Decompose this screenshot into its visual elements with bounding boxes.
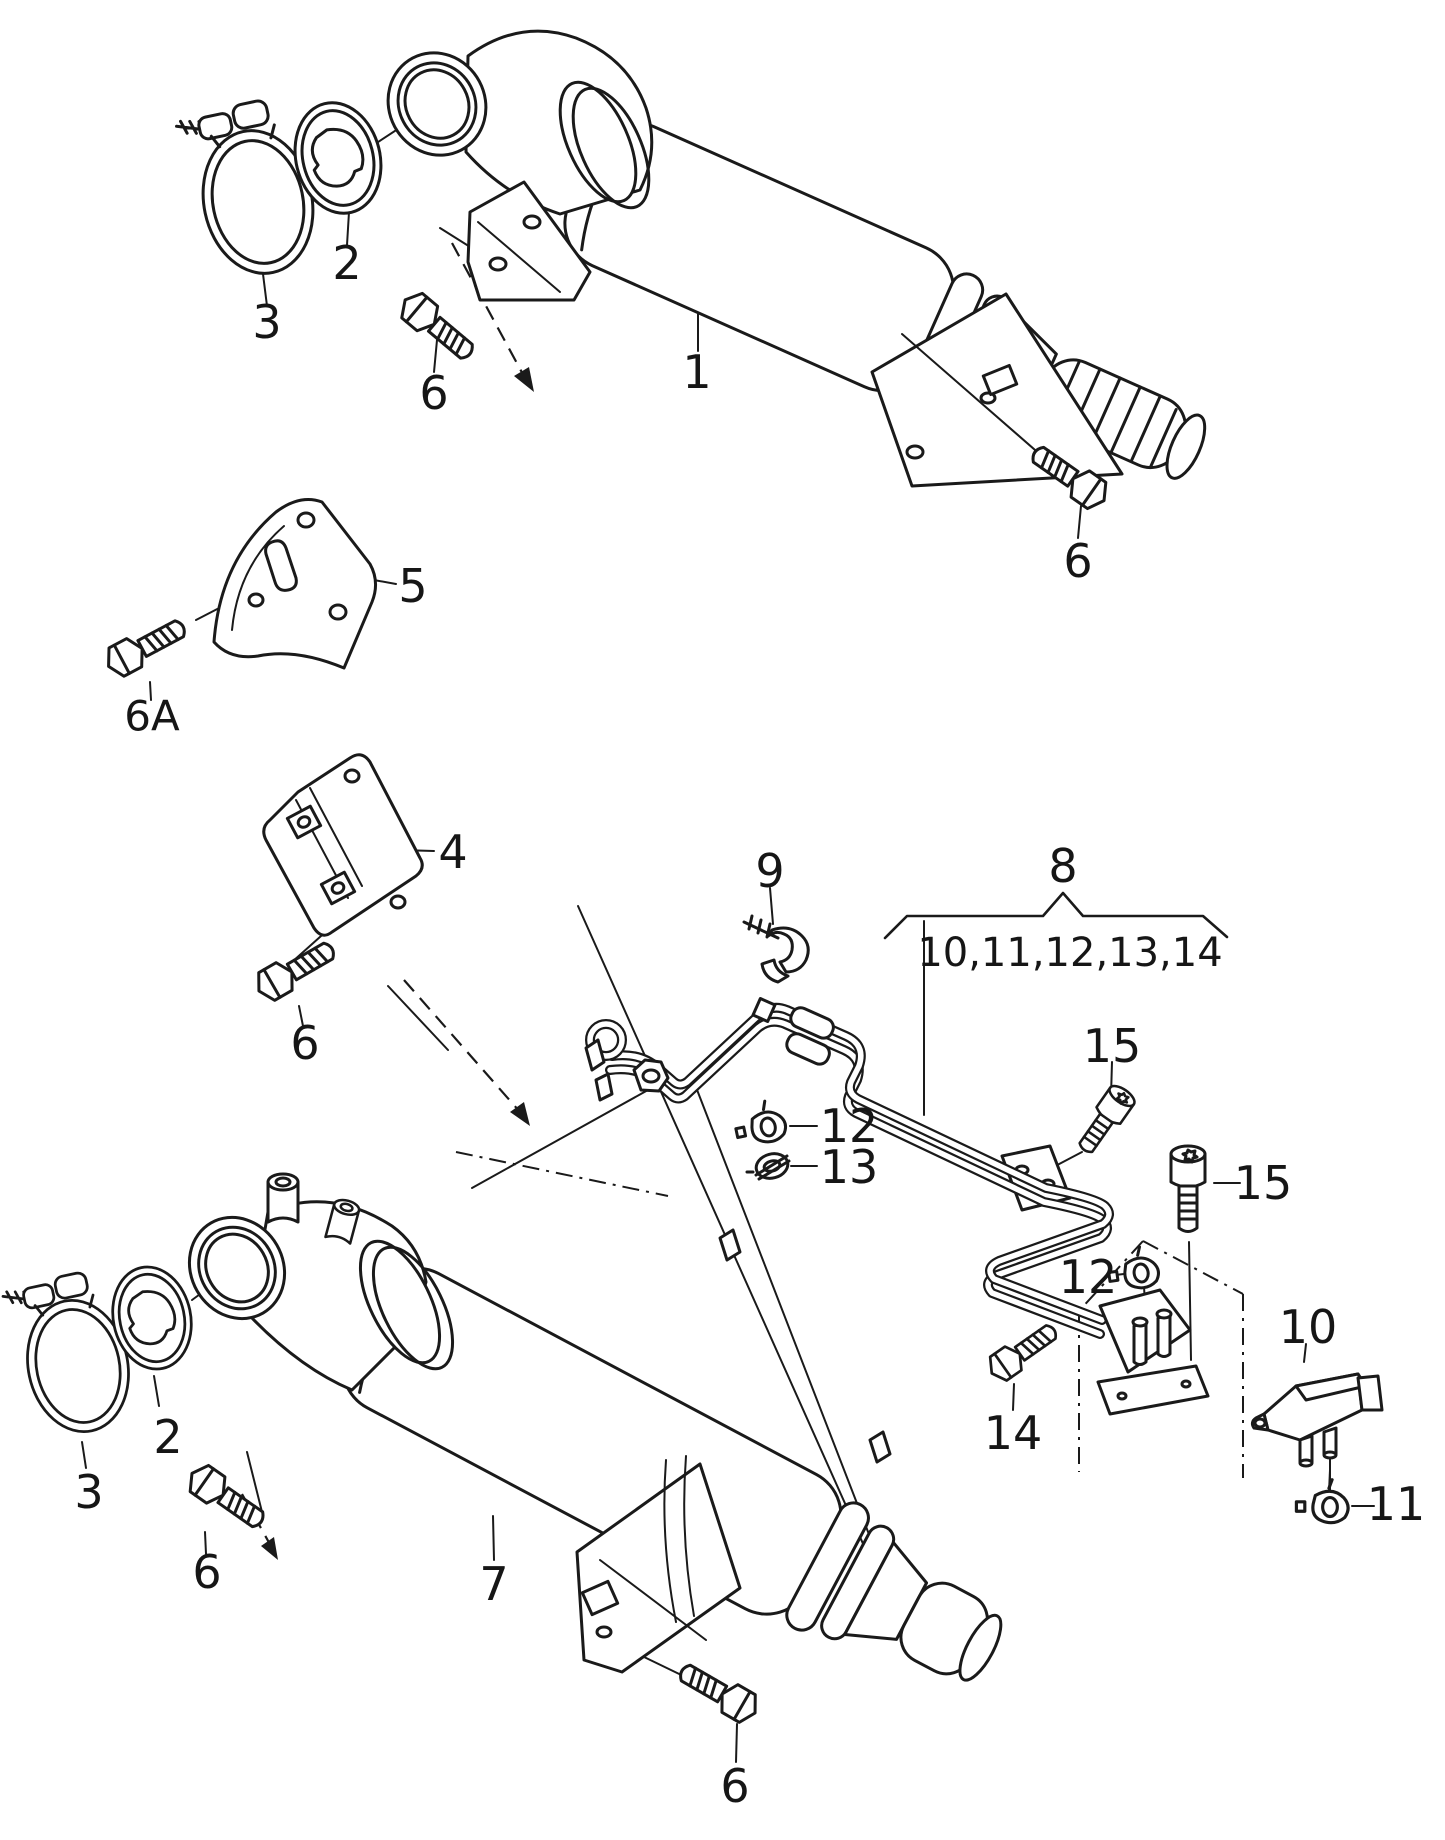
bottom-left-bolt — [181, 1458, 272, 1537]
callout-6-topleft[interactable]: 6 — [419, 366, 448, 420]
callout-5[interactable]: 5 — [398, 559, 427, 613]
clip-11 — [1294, 1478, 1350, 1525]
callout-2-bottom[interactable]: 2 — [153, 1410, 182, 1464]
top-left-bolt — [393, 286, 482, 368]
bottom-plate-bolt — [672, 1655, 765, 1729]
pipe-end-fitting — [1096, 1288, 1210, 1416]
callout-15-upper[interactable]: 15 — [1083, 1019, 1142, 1073]
callout-10[interactable]: 10 — [1279, 1300, 1338, 1354]
screw-15-lower — [1169, 1144, 1207, 1233]
bolt-14 — [982, 1316, 1064, 1387]
top-converter-assembly — [173, 29, 1207, 516]
bolt-6a — [99, 611, 193, 682]
callout-14[interactable]: 14 — [984, 1406, 1043, 1460]
bracket-5 — [212, 498, 377, 670]
callout-13[interactable]: 13 — [820, 1140, 879, 1194]
bottom-converter-assembly — [0, 905, 1003, 1729]
callout-6-bottom[interactable]: 6 — [720, 1759, 749, 1813]
callout-15-lower[interactable]: 15 — [1234, 1156, 1293, 1210]
callout-2-top[interactable]: 2 — [332, 236, 361, 290]
callout-6A[interactable]: 6A — [124, 692, 180, 741]
twin-pipes — [585, 1002, 1114, 1339]
callout-12-right[interactable]: 12 — [1059, 1250, 1118, 1304]
callout-labels: 1 2 3 6 6 5 6A 4 6 9 8 10,11,12,13,14 15… — [74, 236, 1425, 1813]
callout-8-members[interactable]: 10,11,12,13,14 — [917, 930, 1222, 976]
callout-11[interactable]: 11 — [1367, 1477, 1426, 1531]
callout-7[interactable]: 7 — [479, 1557, 508, 1611]
pressure-sensor-10 — [1250, 1372, 1384, 1493]
clip-12-left — [730, 1096, 790, 1150]
bracket-4 — [262, 753, 424, 937]
callout-6-mid[interactable]: 6 — [290, 1016, 319, 1070]
clip-9 — [742, 914, 810, 984]
callout-3-bottom[interactable]: 3 — [74, 1465, 103, 1519]
top-converter-body — [386, 29, 1207, 488]
bolt-below-bracket-4 — [249, 933, 342, 1007]
callout-1[interactable]: 1 — [682, 345, 711, 399]
callout-3-top[interactable]: 3 — [252, 295, 281, 349]
callout-6-bottomleft[interactable]: 6 — [192, 1545, 221, 1599]
pressure-line-assembly — [584, 891, 1384, 1525]
callout-8[interactable]: 8 — [1048, 839, 1077, 893]
clamp-13 — [745, 1148, 793, 1184]
callout-12-left[interactable]: 12 — [820, 1099, 879, 1153]
callout-9[interactable]: 9 — [755, 844, 784, 898]
bottom-converter-body — [187, 1172, 1003, 1682]
callout-4[interactable]: 4 — [438, 825, 467, 879]
screw-15-upper — [1071, 1080, 1140, 1160]
callout-6-topright[interactable]: 6 — [1063, 534, 1092, 588]
